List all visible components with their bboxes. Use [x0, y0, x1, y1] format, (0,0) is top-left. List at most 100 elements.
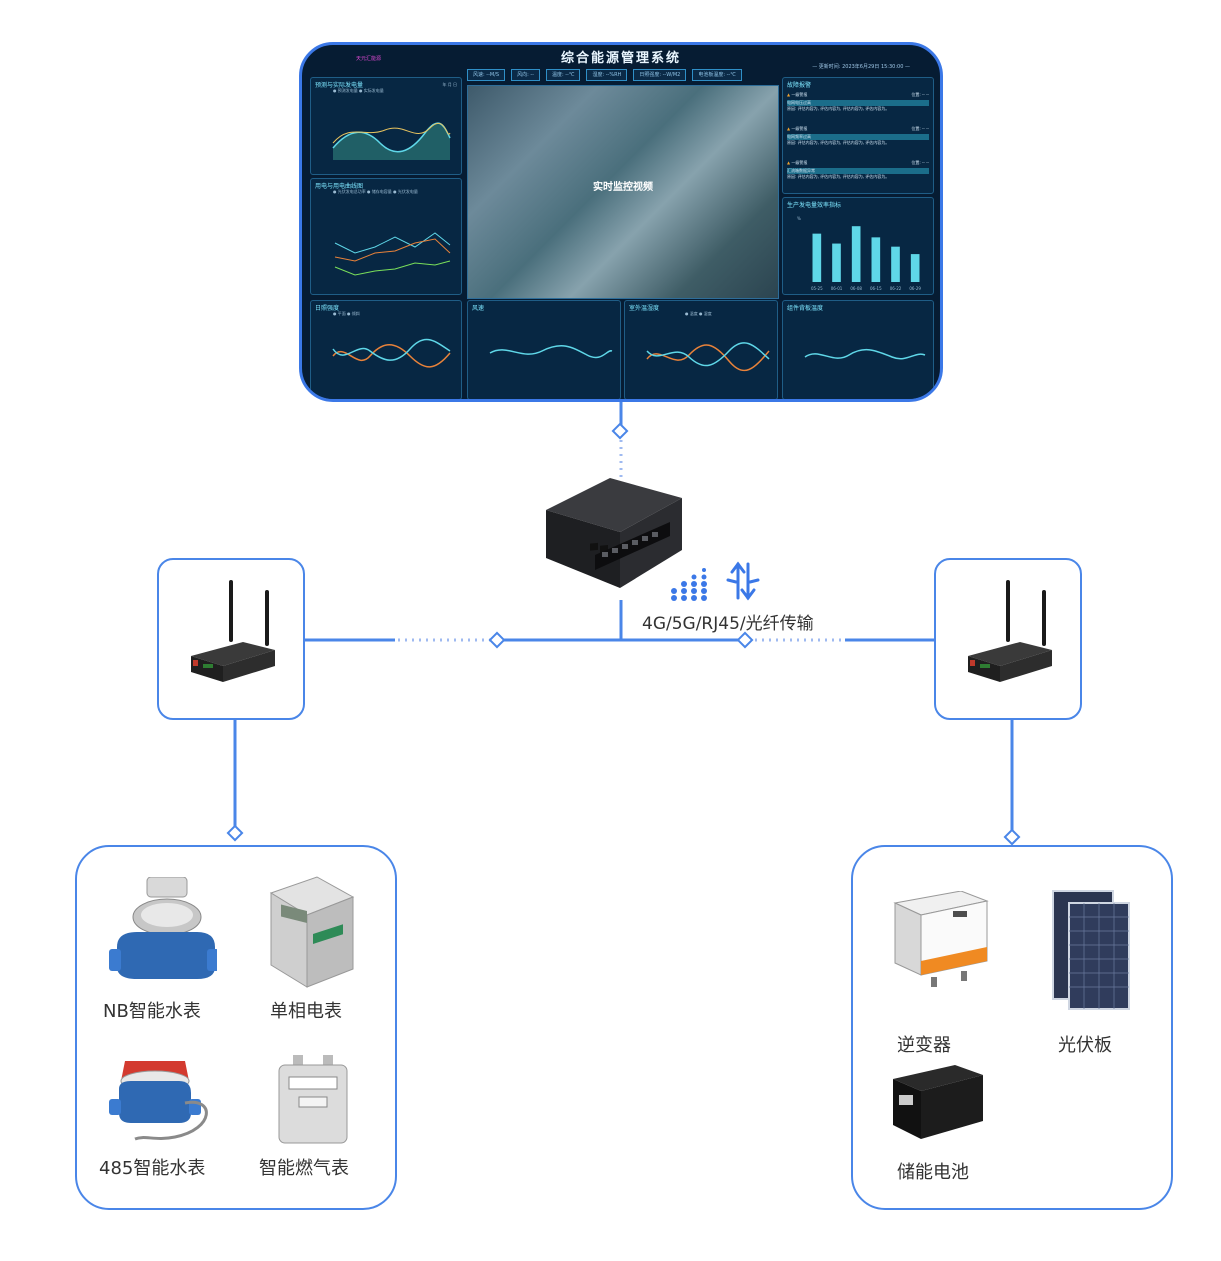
efficiency-bar	[851, 226, 861, 282]
forecast-wave-chart	[332, 122, 451, 160]
node-diamond	[488, 631, 506, 649]
alarm-type: 电网频率过高	[787, 134, 929, 140]
efficiency-bar	[832, 243, 841, 282]
solar-panel-icon	[1052, 890, 1130, 1010]
stat-pill: 温度: --℃	[545, 69, 581, 81]
efficiency-tick-label: 05-25	[811, 286, 823, 291]
device-label: 单相电表	[270, 1001, 342, 1022]
alarm-desc: 原因: 评估内容为, 评估内容为, 评估内容为, 评估内容为。	[787, 106, 890, 111]
panel-mark: 年 月 日	[442, 82, 457, 87]
stat-pill: 风速: --M/S	[467, 69, 506, 81]
node-diamond	[226, 824, 244, 842]
efficiency-tick-label: 06-08	[850, 286, 862, 291]
panel-temp-humidity: 室外温湿度 ● 温度 ● 湿度	[624, 300, 778, 399]
panel-title: 生产发电量效率指标	[787, 202, 842, 209]
node-diamond	[1003, 828, 1021, 846]
efficiency-bar	[812, 233, 822, 282]
panel-efficiency: 生产发电量效率指标 05-25 06-01 06-08 06-15 06-22 06-29…	[782, 197, 934, 295]
efficiency-bar	[871, 237, 881, 282]
stat-pill: 风向: --	[511, 69, 540, 81]
485-water-meter-icon	[109, 1061, 208, 1141]
efficiency-bar	[910, 254, 920, 282]
panel-title: 预测与实际发电量	[315, 82, 364, 89]
device-label: 储能电池	[897, 1162, 969, 1183]
alarm-position: 位置: -- --	[911, 92, 929, 97]
alarm-item[interactable]: ▲ 一级警报 位置: -- -- 电网频率过高 原因: 评估内容为, 评估内容为…	[787, 126, 929, 146]
warning-icon: ▲	[787, 126, 791, 131]
efficiency-bar-chart: 05-25 06-01 06-08 06-15 06-22 06-29%	[797, 216, 921, 291]
panel-forecast: 预测与实际发电量 ● 预测发电量 ● 实际发电量 年 月 日	[310, 77, 462, 175]
panel-module-temp: 组件背板温度	[782, 300, 934, 399]
panel-legend: ● 温度 ● 湿度	[685, 311, 712, 316]
alarm-item[interactable]: ▲ 一级警报 位置: -- -- 汇流箱数据异常 原因: 评估内容为, 评估内容…	[787, 160, 929, 180]
live-video-feed[interactable]: 实时监控视频	[467, 85, 779, 299]
efficiency-tick-label: 06-15	[870, 286, 882, 291]
stat-pill: 日照强度: --W/M2	[633, 69, 687, 81]
stat-pill: 湿度: --%RH	[586, 69, 628, 81]
device-label: 光伏板	[1058, 1035, 1112, 1056]
efficiency-unit-label: %	[797, 216, 801, 221]
alarm-level: 一级警报	[791, 160, 808, 165]
panel-alarm: 故障报警 ▲ 一级警报 位置: -- -- 电网电压过高 原因: 评估内容为, …	[782, 77, 934, 194]
temp-humidity-wave-chart	[646, 342, 770, 372]
signal-bars-icon	[671, 568, 707, 601]
inverter-icon	[893, 891, 989, 987]
nb-water-meter-icon	[109, 877, 217, 979]
alarm-item[interactable]: ▲ 一级警报 位置: -- -- 电网电压过高 原因: 评估内容为, 评估内容为…	[787, 92, 929, 112]
dashboard-screen: 天元汇能源 综合能源管理系统 — 更新时间: 2023年6月29日 15:30:…	[299, 42, 943, 402]
device-label: 逆变器	[897, 1035, 951, 1056]
dashboard-title: 综合能源管理系统	[560, 51, 681, 66]
power-line-chart	[334, 232, 451, 276]
wind-wave-chart	[489, 345, 613, 359]
alarm-position: 位置: -- --	[911, 160, 929, 165]
sunshine-wave-chart	[332, 338, 451, 368]
warning-icon: ▲	[787, 92, 791, 97]
panel-power: 用电与用电曲线图 ● 光伏发电总功率 ● 储存电容量 ● 光伏发电量	[310, 178, 462, 295]
device-group-meters: NB智能水表 单相电表 485智能水表 智能燃气表	[75, 845, 397, 1210]
device-label: NB智能水表	[103, 1001, 201, 1022]
dashboard-logo: 天元汇能源	[356, 56, 382, 62]
alarm-level: 一级警报	[791, 126, 808, 131]
single-phase-meter-icon	[269, 876, 355, 988]
panel-title: 日照强度	[315, 305, 340, 312]
gateway-box-left	[157, 558, 305, 720]
alarm-desc: 原因: 评估内容为, 评估内容为, 评估内容为, 评估内容为。	[787, 140, 890, 145]
efficiency-tick-label: 06-29	[909, 286, 921, 291]
4g-router-icon	[968, 580, 1052, 682]
panel-legend: ● 光伏发电总功率 ● 储存电容量 ● 光伏发电量	[333, 189, 418, 194]
efficiency-tick-label: 06-01	[831, 286, 843, 291]
alarm-type: 电网电压过高	[787, 100, 929, 106]
alarm-position: 位置: -- --	[911, 126, 929, 131]
gateway-box-right	[934, 558, 1082, 720]
node-diamond	[736, 631, 754, 649]
device-label: 智能燃气表	[259, 1158, 349, 1179]
video-label: 实时监控视频	[593, 182, 653, 193]
data-transfer-icon	[726, 561, 760, 601]
4g-router-icon	[191, 580, 275, 682]
efficiency-bar	[891, 246, 900, 282]
panel-title: 用电与用电曲线图	[315, 183, 364, 190]
network-switch-icon	[546, 478, 682, 588]
warning-icon: ▲	[787, 160, 791, 165]
stat-pill: 电池板温度: --℃	[692, 69, 742, 81]
panel-sunshine: 日照强度 ● 平面 ● 倾斜	[310, 300, 462, 399]
node-diamond	[611, 422, 629, 440]
alarm-type: 汇流箱数据异常	[787, 168, 929, 174]
module-temp-wave-chart	[804, 348, 926, 360]
panel-title: 组件背板温度	[787, 305, 824, 312]
storage-battery-icon	[893, 1065, 983, 1139]
transmission-label: 4G/5G/RJ45/光纤传输	[642, 614, 814, 634]
dashboard-update-time: — 更新时间: 2023年6月29日 15:30:00 —	[812, 64, 910, 70]
panel-title: 室外温湿度	[629, 305, 660, 312]
device-group-energy: 逆变器 光伏板 储能电池	[851, 845, 1173, 1210]
device-label: 485智能水表	[99, 1158, 206, 1179]
panel-legend: ● 平面 ● 倾斜	[333, 311, 360, 316]
gas-meter-icon	[278, 1055, 348, 1144]
panel-title: 故障报警	[787, 82, 812, 89]
panel-title: 风速	[472, 305, 485, 312]
efficiency-tick-label: 06-22	[890, 286, 902, 291]
dashboard-stats-bar: 风速: --M/S 风向: -- 温度: --℃ 湿度: --%RH 日照强度:…	[467, 69, 742, 81]
alarm-level: 一级警报	[791, 92, 808, 97]
panel-wind: 风速	[467, 300, 621, 399]
